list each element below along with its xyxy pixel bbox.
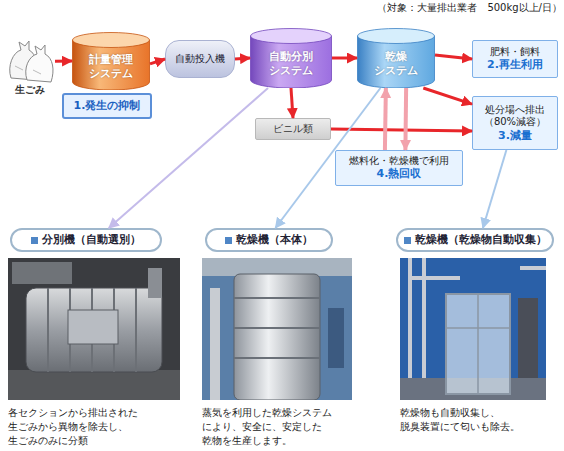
node-text: 処分場へ排出 （80%減容）: [476, 104, 554, 129]
flow-arrow: [55, 60, 72, 63]
flow-arrow: [403, 88, 408, 150]
cylinder-top: [251, 29, 332, 44]
photo-panel: [328, 308, 344, 368]
photo-background: [202, 258, 352, 400]
flow-arrow: [483, 150, 507, 228]
photo-frame: [12, 262, 72, 284]
node-text: 1.発生の抑制: [74, 99, 141, 113]
collector-box: [446, 294, 510, 394]
dryer-photo: [202, 258, 352, 400]
flow-arrow: [150, 59, 165, 64]
node-text: 生ごみ: [15, 84, 45, 97]
scope-note: （対象：大量排出業者 500kg以上/日）: [330, 1, 562, 15]
node-text: 自動投入機: [175, 53, 225, 66]
photo-caption: 蒸気を利用した乾燥システム により、安全に、安定した 乾物を生産します。: [202, 406, 362, 448]
bag: [26, 45, 53, 82]
node-text: ビニル類: [273, 123, 313, 136]
node-text: 計量管理 システム: [80, 53, 142, 81]
photo-unit: [518, 298, 538, 378]
flow-arrow: [423, 88, 472, 104]
photo-floor: [8, 370, 180, 400]
flow-arrow: [291, 88, 293, 118]
panel-title: 乾燥機（乾燥物自動収集）: [396, 228, 554, 252]
system-cylinder: 自動分別 システム: [250, 28, 332, 88]
photo-pipe: [210, 288, 220, 400]
photo-background: [8, 258, 180, 400]
drum-hatch: [68, 310, 118, 344]
cylinder-top: [73, 33, 150, 48]
dryer-body: [234, 274, 320, 400]
flow-arrow: [235, 58, 250, 59]
node-subtext: 2.再生利用: [487, 58, 543, 72]
node-subtext: 3.減量: [498, 129, 532, 143]
process-box: 自動投入機: [165, 40, 235, 78]
dryer-bands: [234, 298, 320, 358]
node-text: 乾燥機（本体）: [236, 233, 313, 246]
node-text: 自動分別 システム: [258, 50, 324, 78]
flow-arrow: [435, 55, 472, 59]
note-box: 1.発生の抑制: [62, 93, 152, 119]
node-text: 乾燥機（乾燥物自動収集）: [415, 233, 547, 246]
photo-caption: 各セクションから排出された 生ごみから異物を除去し、 生ごみのみに分類: [8, 406, 188, 448]
node-text: 乾燥 システム: [365, 50, 427, 78]
system-cylinder: 乾燥 システム: [357, 28, 435, 88]
flow-arrow: [275, 88, 380, 228]
sorter-photo: [8, 258, 180, 400]
waste-icon: 生ごみ: [5, 36, 55, 96]
system-cylinder: 計量管理 システム: [72, 32, 150, 90]
bag-fold: [15, 66, 41, 74]
flow-arrow: [332, 57, 357, 60]
cylinder-top: [358, 29, 435, 44]
panel-title: 乾燥機（本体）: [205, 228, 333, 252]
output-box: ビニル類: [255, 118, 331, 140]
collector-photo: [400, 258, 546, 400]
result-box: 肥料・飼料2.再生利用: [472, 40, 558, 78]
photo-ceiling: [202, 258, 352, 276]
photo-background: [400, 258, 546, 400]
sorter-drum: [26, 288, 162, 372]
photo-caption: 乾燥物も自動収集し、 脱臭装置にて匂いも除去。: [400, 406, 560, 434]
result-box: 燃料化・乾燥機で利用4.熱回収: [335, 150, 463, 186]
photo-pipe: [148, 268, 162, 298]
collector-frame: [446, 294, 510, 394]
result-box: 処分場へ排出 （80%減容）3.減量: [472, 96, 558, 150]
node-text: 分別機（自動選別）: [42, 233, 141, 246]
node-subtext: 4.熱回収: [377, 167, 422, 181]
flow-arrow: [331, 129, 472, 131]
flow-arrow: [383, 88, 388, 150]
flow-arrow: [109, 88, 268, 228]
node-text: 燃料化・乾燥機で利用: [349, 155, 449, 168]
drum-ribs: [48, 288, 136, 372]
panel-title: 分別機（自動選別）: [10, 228, 162, 252]
node-text: 肥料・飼料: [490, 46, 540, 59]
